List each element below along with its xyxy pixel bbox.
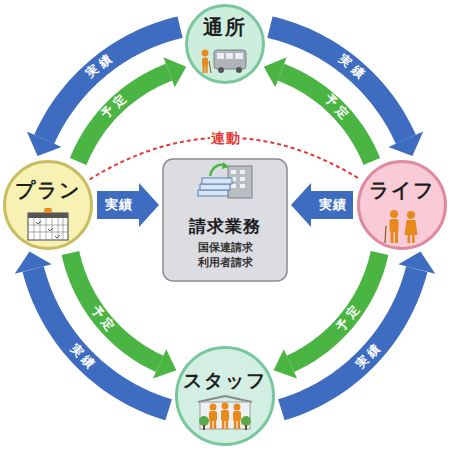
arrow-body [33, 269, 168, 410]
arrow-head [15, 251, 52, 273]
flow-arrow [15, 251, 169, 409]
box-fill [163, 159, 287, 281]
arrow-head [398, 251, 435, 273]
circle-fill [5, 162, 92, 249]
node-title: 通所 [203, 15, 247, 39]
circle-fill [359, 162, 446, 249]
arrow-head [274, 349, 297, 378]
service-circle: 通所 [185, 4, 265, 84]
arrow-body [70, 253, 159, 364]
arrow-head [388, 132, 423, 156]
circle-fill [187, 6, 264, 83]
circle-outline [175, 346, 275, 446]
flow-arrow [97, 183, 159, 227]
arrow-head [264, 57, 287, 87]
arrow-body [281, 269, 416, 410]
node-title: ライフ [369, 178, 435, 202]
arrow-label: 実績 [104, 198, 133, 213]
circle-outline [3, 160, 93, 250]
arrow-body [311, 191, 354, 219]
circle-fill [177, 348, 274, 445]
arrow-label: 実績 [318, 198, 347, 213]
process-box: 請求業務国保連請求 利用者請求 [162, 158, 288, 282]
node-title: 請求業務 [189, 216, 261, 236]
flow-arrow [270, 27, 423, 156]
link-label: 連動 [210, 130, 241, 146]
flow-arrow [27, 27, 180, 156]
arrow-head [163, 57, 186, 87]
arrow-head [291, 183, 311, 227]
node-title: プラン [15, 178, 81, 202]
flow-arrow [291, 183, 353, 227]
flow-arrow [281, 251, 435, 409]
node-subtitle: 国保連請求 利用者請求 [194, 241, 256, 271]
service-circle: スタッフ [175, 346, 275, 446]
arrow-head [27, 132, 62, 156]
arrow-head [139, 183, 159, 227]
node-title: スタッフ [183, 369, 267, 392]
arrow-head [153, 349, 176, 378]
service-circle: ライフ [357, 160, 447, 250]
arrow-body [97, 191, 140, 219]
service-circle: プラン [3, 160, 93, 250]
circle-outline [357, 160, 447, 250]
